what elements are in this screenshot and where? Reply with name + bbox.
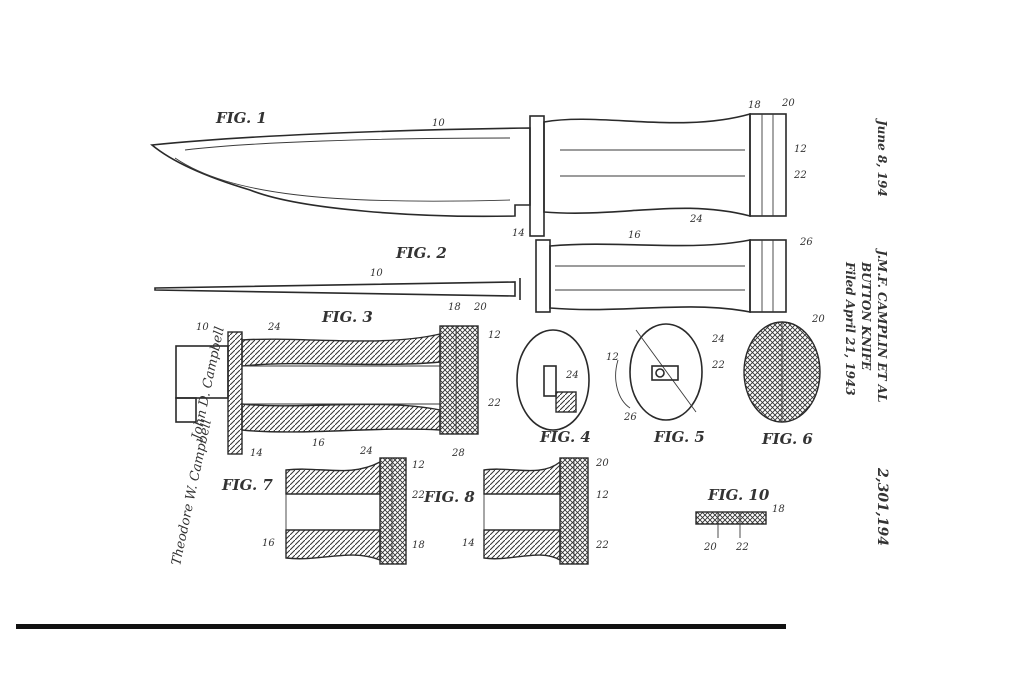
patent-filed: Filed April 21, 1943 [843, 261, 857, 396]
ref-label: 20 [595, 458, 609, 469]
fig3-handle-section-drawing [175, 325, 479, 455]
fig8-section-drawing [483, 457, 589, 565]
ref-label: 16 [262, 538, 275, 549]
ref-label: 12 [488, 330, 501, 341]
fig6-label: FIG. 6 [761, 430, 813, 448]
ref-label: 18 [748, 100, 761, 111]
ref-label: 24 [711, 334, 725, 345]
ref-label: 18 [412, 540, 425, 551]
ref-label: 10 [432, 118, 445, 129]
fig10-label: FIG. 10 [707, 486, 770, 504]
ref-label: 20 [781, 98, 795, 109]
ref-label: 12 [794, 144, 807, 155]
fig8-label: FIG. 8 [423, 488, 475, 506]
fig7-label: FIG. 7 [221, 476, 273, 494]
ref-label: 26 [799, 237, 813, 248]
ref-label: 24 [359, 446, 373, 457]
fig4-label: FIG. 4 [539, 428, 591, 446]
ref-label: 28 [451, 448, 465, 459]
ref-label: 24 [689, 214, 703, 225]
ref-label: 26 [623, 412, 637, 423]
fig2-knife-edge-drawing [154, 239, 787, 313]
ref-label: 16 [312, 438, 325, 449]
ref-label: 14 [462, 538, 475, 549]
patent-inventor: J.M.F. CAMPLIN ET AL [875, 248, 889, 402]
ref-label: 10 [370, 268, 383, 279]
fig2-label: FIG. 2 [395, 244, 447, 262]
ref-label: 10 [196, 322, 209, 333]
fig10-bar-drawing [695, 511, 767, 538]
ref-label: 22 [411, 490, 425, 501]
signature-right: Theodore W. Campbell [169, 418, 215, 567]
ref-label: 24 [565, 370, 579, 381]
ref-label: 16 [628, 230, 641, 241]
ref-label: 18 [772, 504, 785, 515]
patent-title: BUTTON KNIFE [859, 261, 873, 371]
ref-label: 22 [487, 398, 501, 409]
fig4-oval-drawing [516, 329, 590, 431]
fig3-label: FIG. 3 [321, 308, 373, 326]
ref-label: 22 [595, 540, 609, 551]
fig5-label: FIG. 5 [653, 428, 705, 446]
ref-label: 22 [735, 542, 749, 553]
ref-label: 12 [412, 460, 425, 471]
patent-number: 2,301,194 [874, 467, 890, 546]
ref-label: 20 [473, 302, 487, 313]
ref-label: 14 [512, 228, 525, 239]
fig1-knife-drawing [150, 112, 787, 237]
fig5-oval-drawing [615, 323, 703, 421]
ref-label: 22 [793, 170, 807, 181]
ref-label: 12 [606, 352, 619, 363]
bottom-rule [16, 624, 786, 629]
fig1-label: FIG. 1 [215, 109, 267, 127]
fig6-oval-drawing [743, 321, 821, 423]
ref-label: 20 [703, 542, 717, 553]
patent-date: June 8, 194 [875, 118, 889, 197]
ref-label: 18 [448, 302, 461, 313]
ref-label: 22 [711, 360, 725, 371]
ref-label: 24 [267, 322, 281, 333]
ref-label: 20 [811, 314, 825, 325]
fig7-section-drawing [285, 457, 407, 565]
ref-label: 12 [596, 490, 609, 501]
ref-label: 14 [250, 448, 263, 459]
